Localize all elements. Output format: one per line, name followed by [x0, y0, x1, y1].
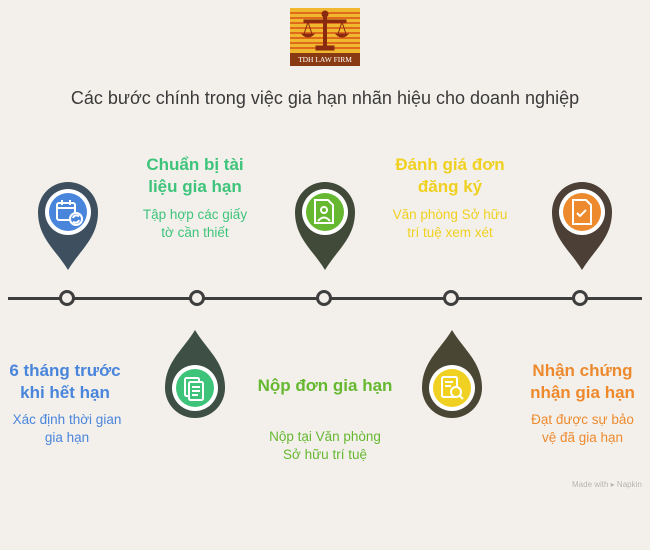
calendar-refresh-icon [56, 200, 83, 226]
step-1-desc-line-1: Xác định thời gian [12, 412, 122, 427]
step-1-pin [36, 180, 100, 272]
step-4-title-line-1: Đánh giá đơn [395, 155, 505, 174]
diagram-subtitle: Các bước chính trong việc gia hạn nhãn h… [70, 88, 580, 108]
step-4-pin [420, 328, 484, 420]
step-2-title: Chuẩn bị tài liệu gia hạn [130, 154, 260, 198]
step-2-desc-line-1: Tập hợp các giấy [142, 207, 248, 222]
step-4-desc-line-2: trí tuệ xem xét [407, 225, 493, 240]
step-2-description: Tập hợp các giấy tờ cần thiết [130, 206, 260, 242]
step-2-pin [163, 328, 227, 420]
timeline-dot-4 [443, 290, 459, 306]
step-5-desc-line-2: vệ đã gia hạn [541, 430, 624, 445]
step-5-title-line-1: Nhận chứng [532, 361, 633, 380]
step-4-title: Đánh giá đơn đăng ký [385, 154, 515, 198]
law-firm-logo: TDH LAW FIRM [290, 8, 360, 66]
document-search-icon [441, 376, 464, 400]
step-4-description: Văn phòng Sở hữu trí tuệ xem xét [385, 206, 515, 242]
timeline-dot-5 [572, 290, 588, 306]
step-3-title-line-1: Nộp đơn gia hạn [257, 376, 393, 395]
step-5-description: Đạt được sự bảo vệ đã gia hạn [515, 411, 650, 447]
step-1-description: Xác định thời gian gia hạn [0, 411, 134, 447]
certificate-icon [572, 199, 592, 225]
step-1-desc-line-2: gia hạn [44, 430, 90, 445]
step-2-title-line-2: liệu gia hạn [148, 177, 242, 196]
step-1-title: 6 tháng trước khi hết hạn [0, 360, 130, 404]
step-3-desc-line-1: Nộp tại Văn phòng [269, 429, 381, 444]
step-3-pin [293, 180, 357, 272]
step-5-title-line-2: nhận gia hạn [530, 383, 635, 402]
timeline-dot-2 [189, 290, 205, 306]
step-3-description: Nộp tại Văn phòng Sở hữu trí tuệ [250, 428, 400, 464]
made-with-credit: Made with ▸ Napkin [572, 480, 642, 489]
form-submission-icon [314, 199, 334, 224]
step-4-desc-line-1: Văn phòng Sở hữu [392, 207, 508, 222]
step-2-title-line-1: Chuẩn bị tài [146, 155, 244, 174]
document-checklist-icon [184, 377, 204, 401]
timeline-dot-3 [316, 290, 332, 306]
step-5-desc-line-1: Đạt được sự bảo [531, 412, 634, 427]
step-3-desc-line-2: Sở hữu trí tuệ [283, 447, 367, 462]
step-1-title-line-1: 6 tháng trước [9, 361, 121, 380]
step-5-title: Nhận chứng nhận gia hạn [515, 360, 650, 404]
step-4-title-line-2: đăng ký [417, 177, 483, 196]
step-5-pin [550, 180, 614, 272]
step-1-title-line-2: khi hết hạn [20, 383, 110, 402]
step-2-desc-line-2: tờ cần thiết [161, 225, 229, 240]
logo-text: TDH LAW FIRM [290, 53, 360, 66]
step-3-title: Nộp đơn gia hạn [250, 375, 400, 397]
timeline-dot-1 [59, 290, 75, 306]
